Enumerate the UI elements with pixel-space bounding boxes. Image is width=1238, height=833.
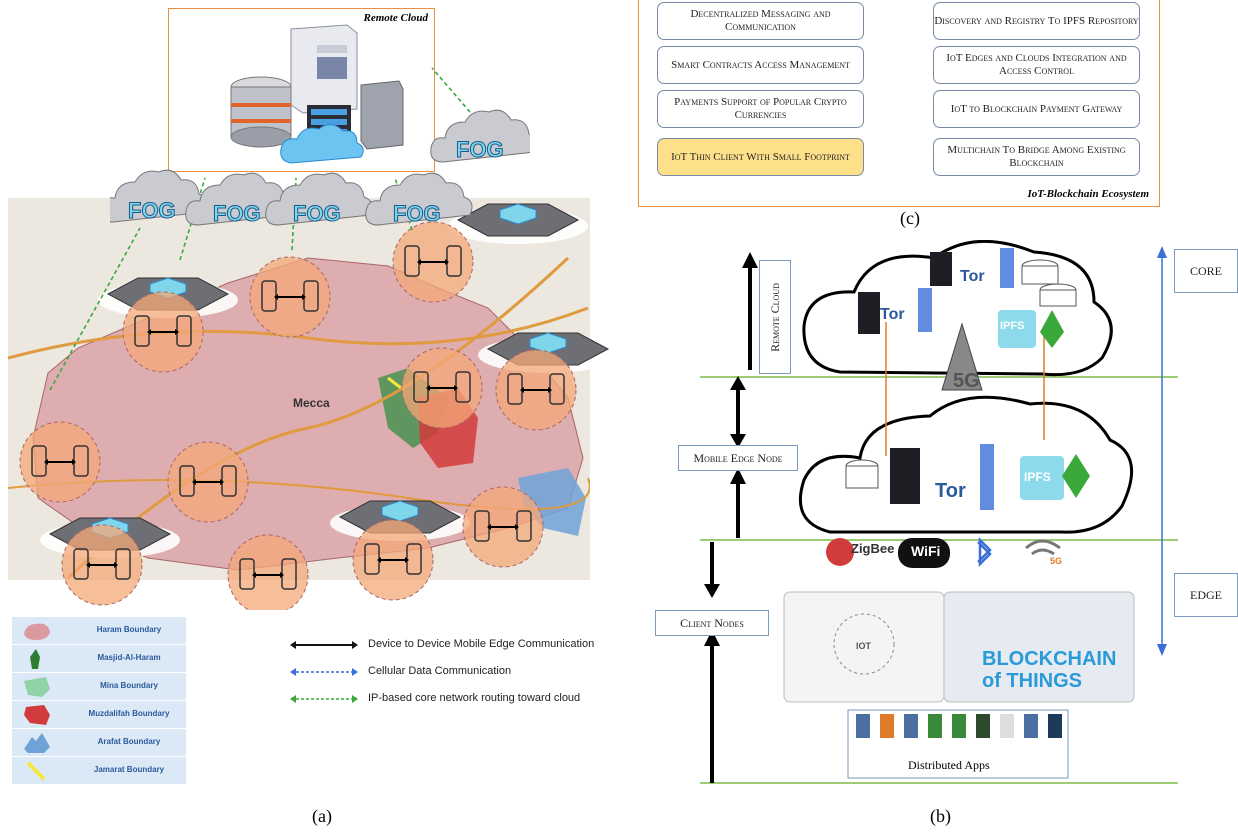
ecosystem-title: IoT-Blockchain Ecosystem — [1027, 188, 1149, 200]
five-g-small-label: 5G — [1050, 556, 1063, 566]
eco-item-payment-gateway: IoT to Blockchain Payment Gateway — [933, 90, 1140, 128]
legend-row: Jamarat Boundary — [12, 757, 186, 785]
remote-cloud-title: Remote Cloud — [363, 12, 428, 24]
server-cluster-icon — [230, 24, 404, 164]
eco-item-thin-client: IoT Thin Client With Small Footprint — [657, 138, 864, 176]
core-label: CORE — [1174, 249, 1238, 293]
muzdalifah-swatch-icon — [24, 705, 50, 725]
caption-c: (c) — [900, 208, 920, 228]
iot-label: IOT — [856, 641, 871, 651]
remote-cloud-box: Remote Cloud — [168, 8, 435, 172]
key-label-d2d: Device to Device Mobile Edge Communicati… — [368, 638, 595, 650]
legend-row: Arafat Boundary — [12, 729, 186, 757]
map-city-label: Mecca — [293, 396, 330, 410]
tor-label-2: Tor — [960, 268, 985, 285]
edge-nodes-overlay — [19, 67, 619, 610]
legend-label: Jamarat Boundary — [93, 765, 165, 774]
ipfs-label-2: IPFS — [1024, 470, 1051, 484]
legend-label: Mina Boundary — [100, 681, 158, 690]
legend-row: Haram Boundary — [12, 617, 186, 645]
fog-label-1: FOG — [128, 198, 177, 224]
legend-label: Arafat Boundary — [97, 737, 161, 746]
arafat-swatch-icon — [24, 733, 50, 753]
tor-label-3: Tor — [935, 480, 966, 502]
five-g-label: 5G — [953, 370, 980, 392]
haram-swatch-icon — [24, 623, 50, 640]
legend-row: Muzdalifah Boundary — [12, 701, 186, 729]
fog-label-3: FOG — [293, 201, 342, 227]
legend-label: Muzdalifah Boundary — [88, 709, 170, 718]
legend-row: Masjid-Al-Haram — [12, 645, 186, 673]
wifi-label: WiFi — [911, 543, 941, 559]
remote-cloud-label: Remote Cloud — [759, 260, 791, 374]
key-label-cellular: Cellular Data Communication — [368, 665, 512, 677]
legend-row: Mina Boundary — [12, 673, 186, 701]
fog-label-5: FOG — [456, 137, 505, 163]
fog-label-4: FOG — [393, 201, 442, 227]
eco-item-smart-contracts: Smart Contracts Access Management — [657, 46, 864, 84]
fog-label-2: FOG — [213, 201, 262, 227]
arrow-key-icons — [290, 641, 358, 703]
eco-item-payments: Payments Support of Popular Crypto Curre… — [657, 90, 864, 128]
mina-swatch-icon — [24, 677, 50, 697]
zigbee-label: ZigBee — [851, 541, 895, 556]
key-label-ip-routing: IP-based core network routing toward clo… — [368, 692, 581, 704]
eco-item-messaging: Decentralized Messaging and Communicatio… — [657, 2, 864, 40]
legend-label: Masjid-Al-Haram — [97, 653, 161, 662]
eco-item-discovery: Discovery and Registry To IPFS Repositor… — [933, 2, 1140, 40]
eco-item-integration: IoT Edges and Clouds Integration and Acc… — [933, 46, 1140, 84]
caption-b: (b) — [930, 806, 951, 826]
blockchain-of-things-label: BLOCKCHAIN of THINGS — [982, 648, 1117, 692]
architecture-diagram — [700, 240, 1178, 784]
distributed-apps-label: Distributed Apps — [908, 758, 990, 772]
edge-label: EDGE — [1174, 573, 1238, 617]
caption-a: (a) — [312, 806, 332, 826]
iot-blockchain-ecosystem-box: Decentralized Messaging and Communicatio… — [638, 0, 1160, 207]
mobile-edge-node-label: Mobile Edge Node — [678, 445, 798, 471]
ipfs-label-1: IPFS — [1000, 320, 1025, 332]
masjid-swatch-icon — [30, 649, 40, 669]
tor-label-1: Tor — [880, 306, 905, 323]
jamarat-swatch-icon — [26, 761, 46, 781]
legend-label: Haram Boundary — [96, 625, 162, 634]
remote-cloud-label-text: Remote Cloud — [767, 282, 782, 352]
client-nodes-label: Client Nodes — [655, 610, 769, 636]
eco-item-multichain: Multichain To Bridge Among Existing Bloc… — [933, 138, 1140, 176]
